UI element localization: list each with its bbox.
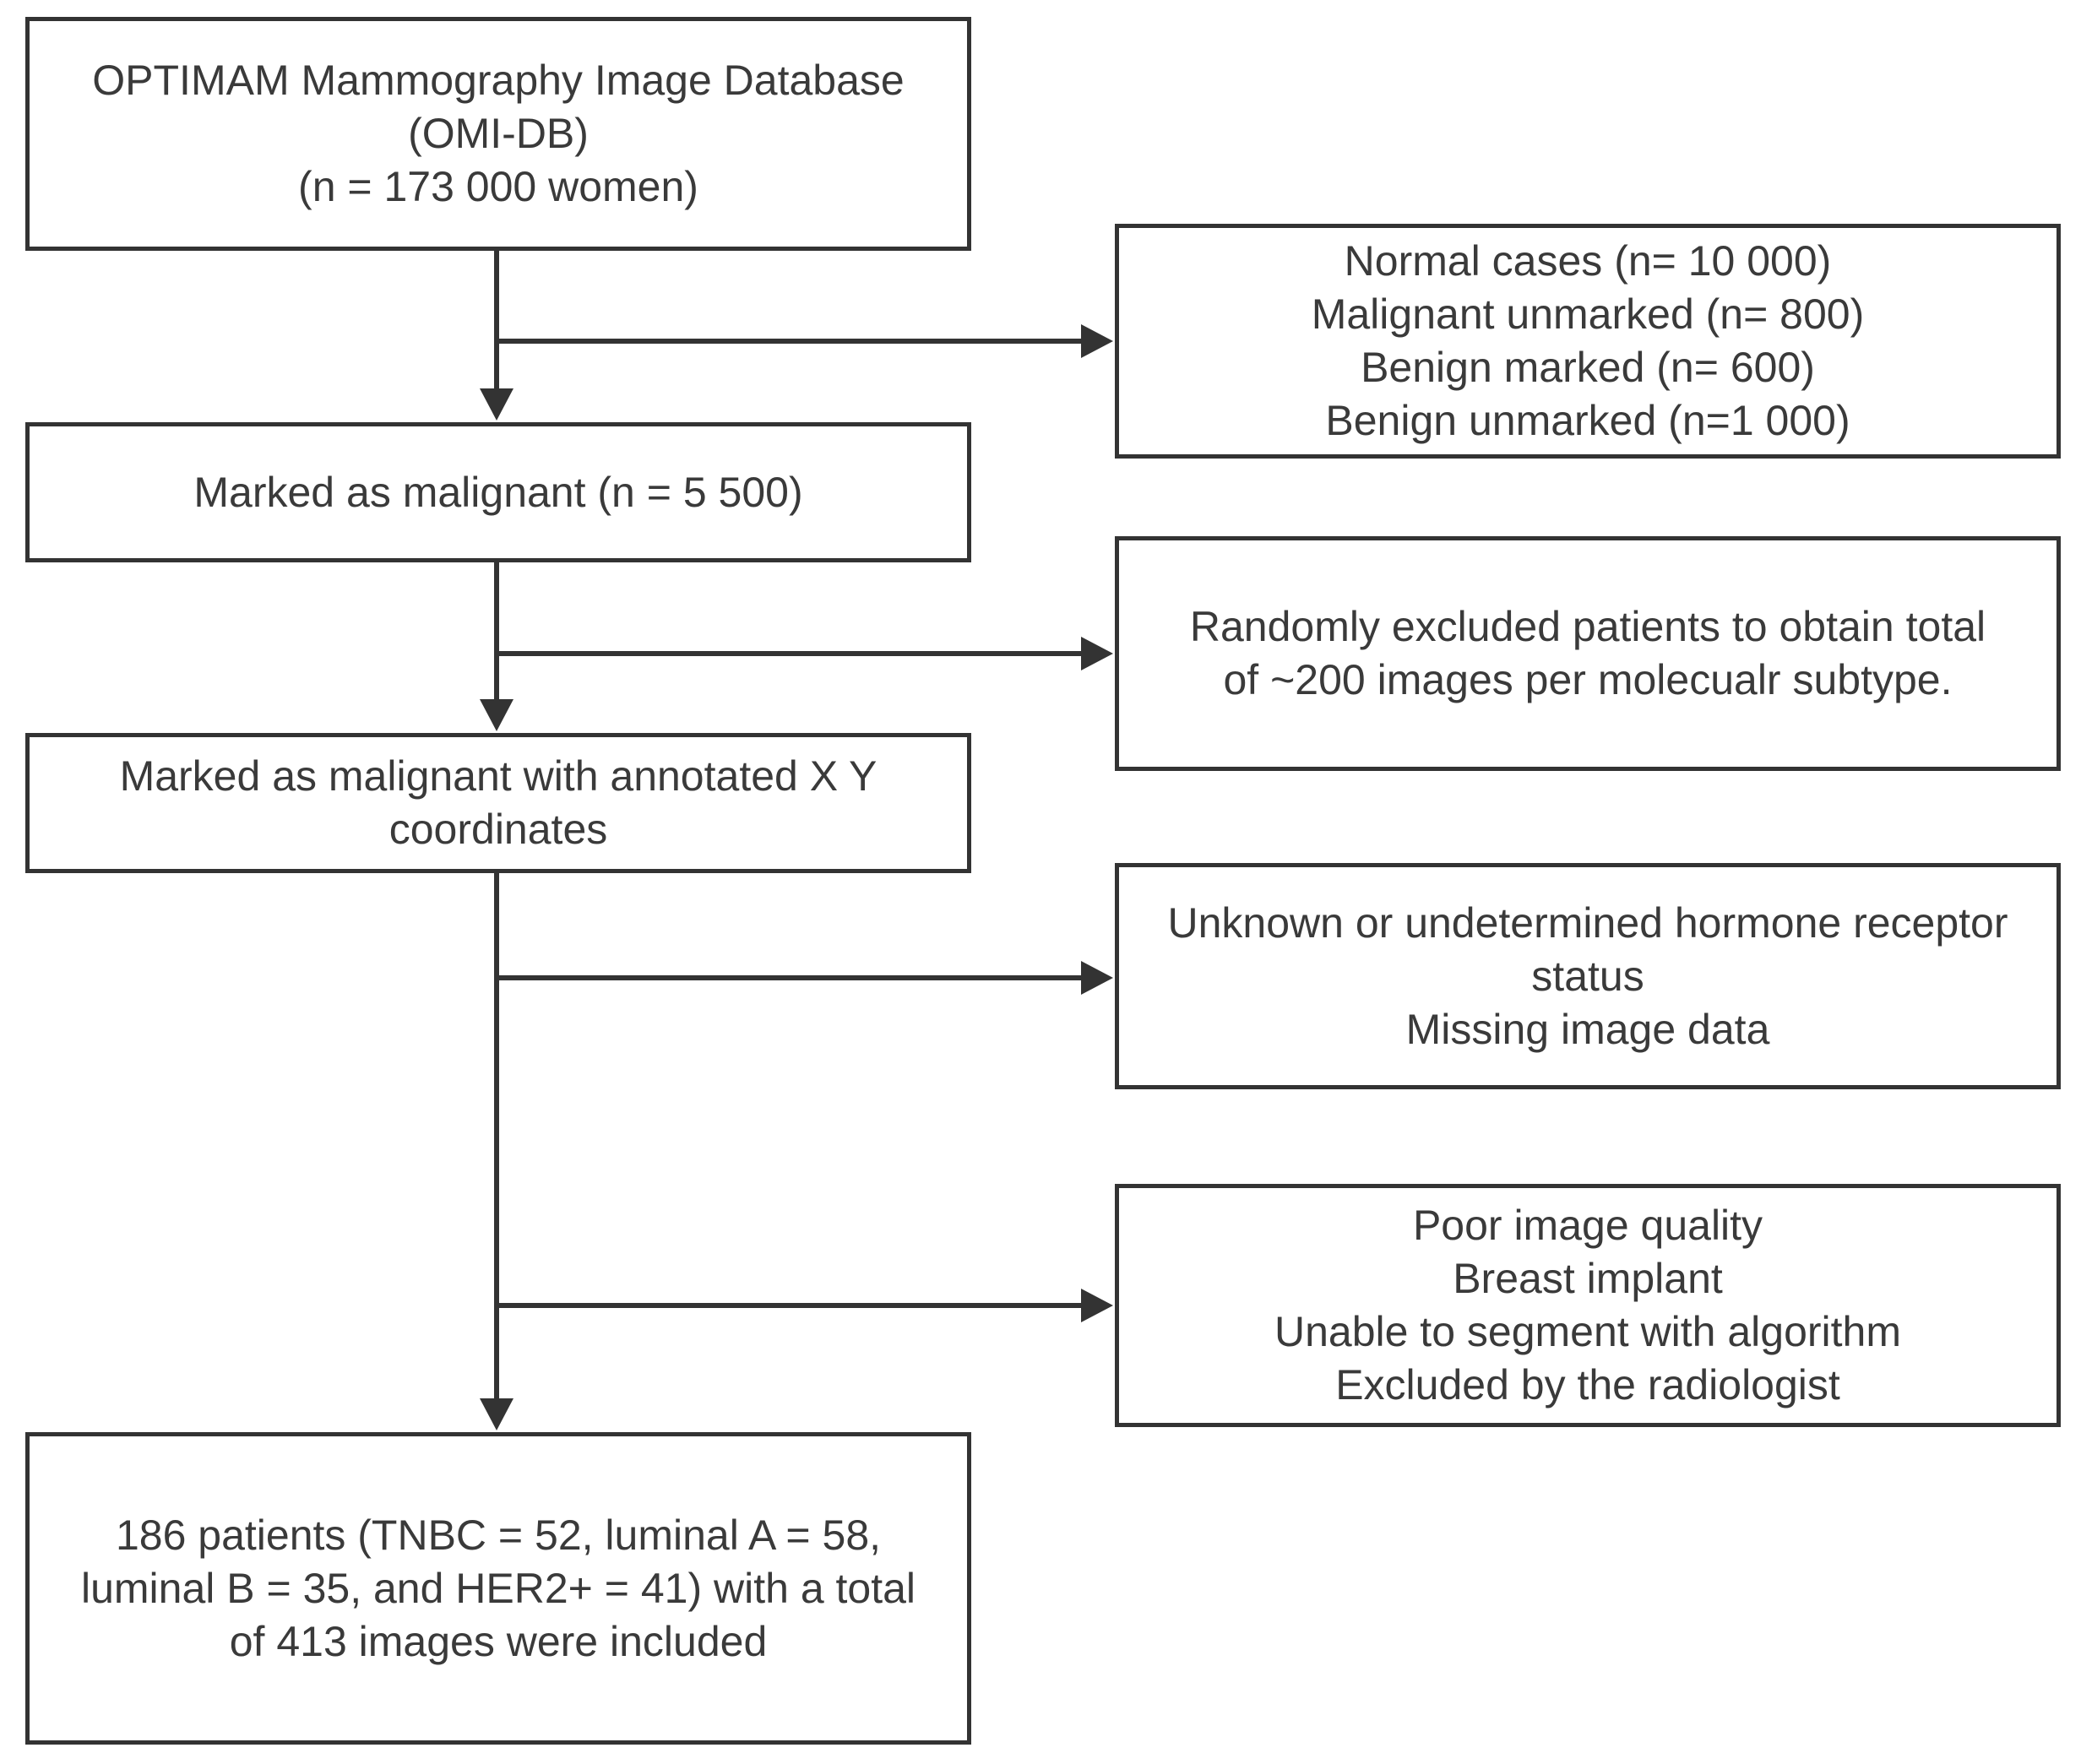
arrowhead-right-1 <box>1081 324 1113 358</box>
arrowhead-down-3 <box>480 1398 513 1430</box>
exclusion-1-line-4: Benign unmarked (n=1 000) <box>1325 397 1850 444</box>
exclusion-4-line-2: Breast implant <box>1453 1255 1723 1302</box>
final-line-1: 186 patients (TNBC = 52, luminal A = 58, <box>115 1511 882 1559</box>
exclusion-box-2: Randomly excluded patients to obtain tot… <box>1115 536 2061 771</box>
exclusion-box-3: Unknown or undetermined hormone receptor… <box>1115 863 2061 1089</box>
final-line-3: of 413 images were included <box>229 1617 768 1665</box>
database-line-2: (OMI-DB) <box>408 110 589 157</box>
exclusion-1-line-1: Normal cases (n= 10 000) <box>1344 237 1832 285</box>
exclusion-box-1: Normal cases (n= 10 000) Malignant unmar… <box>1115 224 2061 459</box>
exclusion-2-line-2: of ~200 images per molecualr subtype. <box>1223 656 1953 703</box>
exclusion-1-line-2: Malignant unmarked (n= 800) <box>1311 290 1865 338</box>
exclusion-3-line-2: status <box>1531 952 1644 1000</box>
marked-malignant-line-1: Marked as malignant (n = 5 500) <box>193 468 803 516</box>
database-line-1: OPTIMAM Mammography Image Database <box>92 57 905 104</box>
arrowhead-down-1 <box>480 388 513 421</box>
arrowhead-right-2 <box>1081 637 1113 670</box>
final-included-box: 186 patients (TNBC = 52, luminal A = 58,… <box>25 1432 971 1745</box>
exclusion-3-line-1: Unknown or undetermined hormone receptor <box>1167 898 2008 947</box>
exclusion-1-line-3: Benign marked (n= 600) <box>1361 344 1815 391</box>
database-line-3: (n = 173 000 women) <box>298 163 698 210</box>
exclusion-box-4: Poor image quality Breast implant Unable… <box>1115 1184 2061 1427</box>
database-box: OPTIMAM Mammography Image Database (OMI-… <box>25 17 971 251</box>
arrowhead-right-3 <box>1081 961 1113 995</box>
exclusion-4-line-1: Poor image quality <box>1412 1202 1763 1249</box>
annotated-line-2: coordinates <box>388 806 608 853</box>
exclusion-4-line-3: Unable to segment with algorithm <box>1274 1308 1902 1355</box>
exclusion-4-line-4: Excluded by the radiologist <box>1335 1361 1840 1408</box>
exclusion-2-line-1: Randomly excluded patients to obtain tot… <box>1189 603 1986 650</box>
exclusion-3-line-3: Missing image data <box>1405 1005 1770 1053</box>
final-line-2: luminal B = 35, and HER2+ = 41) with a t… <box>80 1564 916 1612</box>
marked-malignant-box: Marked as malignant (n = 5 500) <box>25 422 971 562</box>
annotated-box: Marked as malignant with annotated X Y c… <box>25 733 971 873</box>
arrowhead-down-2 <box>480 699 513 731</box>
arrowhead-right-4 <box>1081 1289 1113 1322</box>
annotated-line-1: Marked as malignant with annotated X Y <box>119 752 877 800</box>
